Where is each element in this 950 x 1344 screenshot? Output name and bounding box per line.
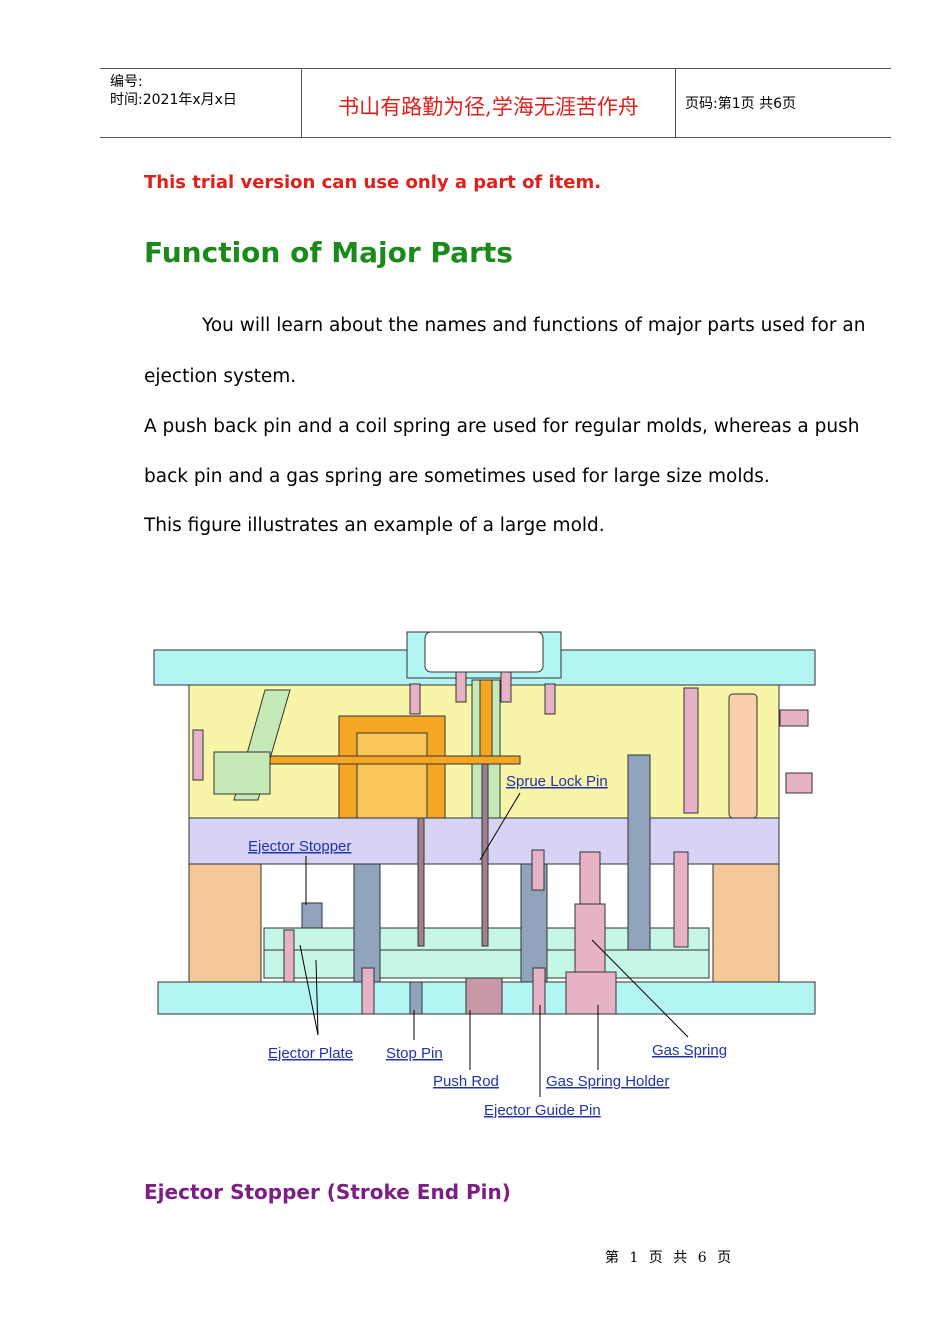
document-number-label: 编号: xyxy=(110,74,143,90)
trial-notice: This trial version can use only a part o… xyxy=(144,172,602,193)
ejector-pin-1 xyxy=(417,817,425,947)
sprue-channel xyxy=(479,679,493,761)
guide-column-3 xyxy=(627,754,651,951)
label-ejector-plate: Ejector Plate xyxy=(268,1045,353,1062)
paragraph-line-3: A push back pin and a coil spring are us… xyxy=(144,416,860,437)
ejector-stopper xyxy=(301,902,323,929)
ejector-stopper-pin xyxy=(283,929,295,983)
section-subheading: Ejector Stopper (Stroke End Pin) xyxy=(144,1180,511,1204)
sprue-lock-pin xyxy=(481,763,489,947)
paragraph-line-2: ejection system. xyxy=(144,366,297,387)
label-ejector-guide-pin: Ejector Guide Pin xyxy=(484,1102,601,1119)
gas-spring-holder xyxy=(565,971,617,1015)
ejector-guide-pin xyxy=(532,967,546,1015)
leader-lines xyxy=(299,792,689,1097)
header-page-cell: 页码:第1页 共6页 xyxy=(676,69,891,137)
guide-column-1 xyxy=(353,863,381,983)
document-time-label: 时间:2021年x月x日 xyxy=(110,92,237,108)
label-gas-spring: Gas Spring xyxy=(652,1042,727,1059)
gas-spring-rod xyxy=(579,851,601,905)
page-footer: 第 1 页 共 6 页 xyxy=(605,1250,732,1266)
water-fitting xyxy=(785,772,813,794)
spacer-block-right xyxy=(712,863,780,983)
return-pin xyxy=(673,851,689,948)
bolt-top-2 xyxy=(455,671,467,703)
runner xyxy=(269,755,521,765)
paragraph-line-5: This figure illustrates an example of a … xyxy=(144,515,605,536)
label-sprue-lock-pin: Sprue Lock Pin xyxy=(506,773,608,790)
header-page-info: 页码:第1页 共6页 xyxy=(685,96,796,112)
page-title: Function of Major Parts xyxy=(144,236,513,269)
header-motto: 书山有路勤为径,学海无涯苦作舟 xyxy=(338,95,639,119)
cavity-insert-inner xyxy=(356,732,428,819)
stop-pin xyxy=(409,981,423,1015)
spacer-block-left xyxy=(188,863,262,983)
label-gas-spring-holder: Gas Spring Holder xyxy=(546,1073,669,1090)
gas-spring-body xyxy=(574,903,606,985)
label-ejector-stopper: Ejector Stopper xyxy=(248,838,351,855)
header-motto-cell: 书山有路勤为径,学海无涯苦作舟 xyxy=(301,69,676,137)
bolt-1 xyxy=(361,967,375,1015)
leader-bushing xyxy=(728,693,758,819)
bolt-top-1 xyxy=(409,683,421,715)
leader-pin xyxy=(683,687,699,814)
sprue-bushing-head xyxy=(424,631,544,673)
slide-block xyxy=(213,751,271,795)
paragraph-line-1: You will learn about the names and funct… xyxy=(202,315,866,336)
side-bolt-upper xyxy=(779,709,809,727)
bolt-top-3 xyxy=(500,671,512,703)
ejector-plate-lower xyxy=(263,949,710,979)
paragraph-line-4: back pin and a gas spring are sometimes … xyxy=(144,466,770,487)
header-meta-cell: 编号: 时间:2021年x月x日 xyxy=(100,69,300,137)
side-bolt xyxy=(192,729,204,781)
push-rod xyxy=(465,977,503,1015)
label-stop-pin: Stop Pin xyxy=(386,1045,443,1062)
core-pin xyxy=(531,849,545,891)
bolt-top-4 xyxy=(544,683,556,715)
label-push-rod: Push Rod xyxy=(433,1073,499,1090)
document-header: 编号: 时间:2021年x月x日 书山有路勤为径,学海无涯苦作舟 页码:第1页 … xyxy=(100,68,891,138)
